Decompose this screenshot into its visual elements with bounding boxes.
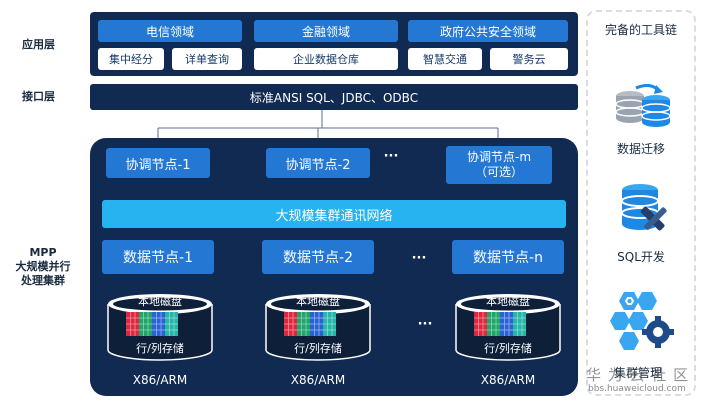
disk-ellipsis: ··· <box>417 316 433 332</box>
disk-n-storage: 行/列存储 <box>484 342 532 355</box>
data-node-1: 数据节点-1 <box>102 240 214 274</box>
node-n-arch: X86/ARM <box>480 373 536 387</box>
government-domain-header: 政府公共安全领域 <box>408 20 568 42</box>
app-item-detail-query: 详单查询 <box>172 48 242 70</box>
app-item-enterprise-data-warehouse: 企业数据仓库 <box>254 48 398 70</box>
database-migration-icon <box>615 84 671 127</box>
mpp-label-line-3: 处理集群 <box>21 274 65 287</box>
watermark-title: 华 为 云 社 区 <box>586 366 690 384</box>
disk-1-storage: 行/列存储 <box>136 342 184 355</box>
coordinator-node-2: 协调节点-2 <box>266 148 370 178</box>
interface-layer-bar: 标准ANSI SQL、JDBC、ODBC <box>90 84 578 110</box>
node-2-arch: X86/ARM <box>290 373 346 387</box>
data-node-ellipsis: ··· <box>411 250 427 266</box>
node-1-arch: X86/ARM <box>132 373 188 387</box>
coordinator-ellipsis: ··· <box>383 148 399 164</box>
disk-n-label: 本地磁盘 <box>486 295 530 308</box>
data-node-n: 数据节点-n <box>452 240 564 274</box>
tool-sql-development-label: SQL开发 <box>617 249 665 264</box>
finance-domain-header: 金融领域 <box>254 20 398 42</box>
disk-2-storage: 行/列存储 <box>294 342 342 355</box>
telecom-domain-header: 电信领域 <box>98 20 242 42</box>
watermark-url: bbs.huaweicloud.com <box>588 384 686 394</box>
application-layer-panel: 电信领域 集中经分 详单查询 金融领域 企业数据仓库 政府公共安全领域 智慧交通… <box>90 12 578 76</box>
mpp-label-line-2: 大规模并行 <box>15 260 71 273</box>
interface-layer-label: 接口层 <box>22 90 55 103</box>
mpp-label-line-1: MPP <box>29 246 57 259</box>
disk-1-label: 本地磁盘 <box>138 295 182 308</box>
app-item-centralized-analysis: 集中经分 <box>98 48 164 70</box>
app-item-smart-traffic: 智慧交通 <box>408 48 482 70</box>
coordinator-node-m-label: 协调节点-m <box>466 150 532 164</box>
disk-2-label: 本地磁盘 <box>296 295 340 308</box>
cluster-management-icon <box>610 292 674 350</box>
toolchain-title: 完备的工具链 <box>604 22 677 37</box>
tool-data-migration-label: 数据迁移 <box>616 141 665 156</box>
application-layer-label: 应用层 <box>22 38 55 51</box>
tool-cluster-management-label: 集群管理 <box>614 366 663 380</box>
data-node-2: 数据节点-2 <box>262 240 374 274</box>
sql-development-icon <box>621 184 667 231</box>
coordinator-node-m-optional: （可选） <box>474 165 523 179</box>
app-item-police-cloud: 警务云 <box>490 48 568 70</box>
mpp-layer-label: MPP 大规模并行 处理集群 <box>10 246 76 288</box>
coordinator-node-1: 协调节点-1 <box>106 148 210 178</box>
cluster-network-bar: 大规模集群通讯网络 <box>102 200 566 228</box>
coordinator-node-m: 协调节点-m （可选） <box>446 146 552 184</box>
